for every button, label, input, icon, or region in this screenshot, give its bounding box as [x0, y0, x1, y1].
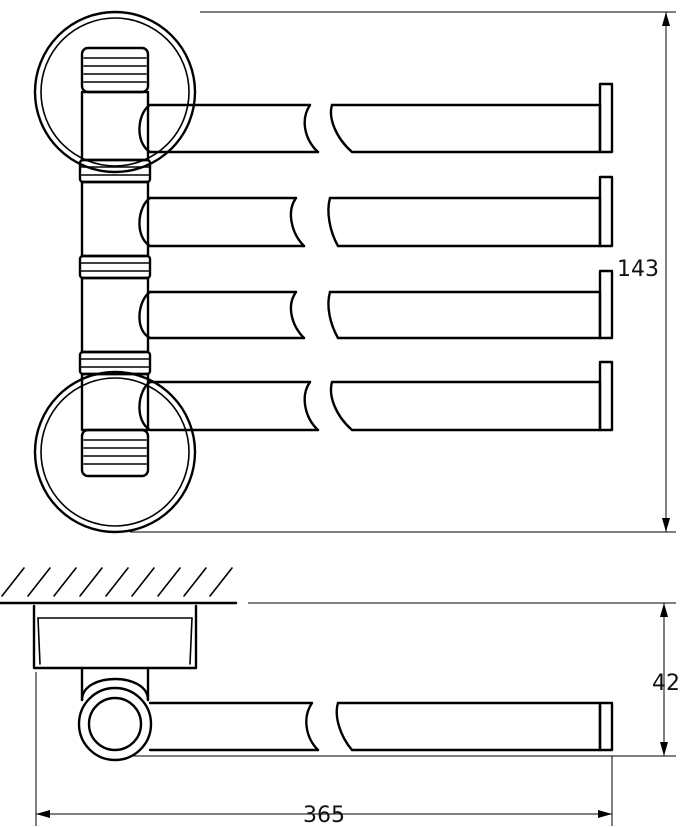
width-dimension: 365 [35, 672, 613, 827]
bottom-wall-flange [33, 370, 197, 534]
wall-hatching [0, 567, 676, 605]
arm [80, 82, 614, 162]
separator-ring [78, 350, 152, 376]
width-dimension-label: 365 [303, 803, 345, 827]
side-flange [32, 604, 198, 670]
side-hinge [77, 666, 153, 762]
separator-ring [78, 254, 152, 280]
depth-dimension: 42 [132, 603, 680, 757]
side-view: 42 365 [0, 567, 680, 827]
depth-dimension-label: 42 [652, 671, 680, 696]
arm [80, 269, 614, 354]
height-dimension-label: 143 [617, 257, 659, 282]
side-arm [148, 701, 614, 752]
top-wall-flange [33, 10, 197, 174]
arm [80, 175, 614, 258]
height-dimension: 143 [130, 11, 676, 533]
arm [80, 360, 614, 432]
front-view: 143 [33, 10, 676, 534]
